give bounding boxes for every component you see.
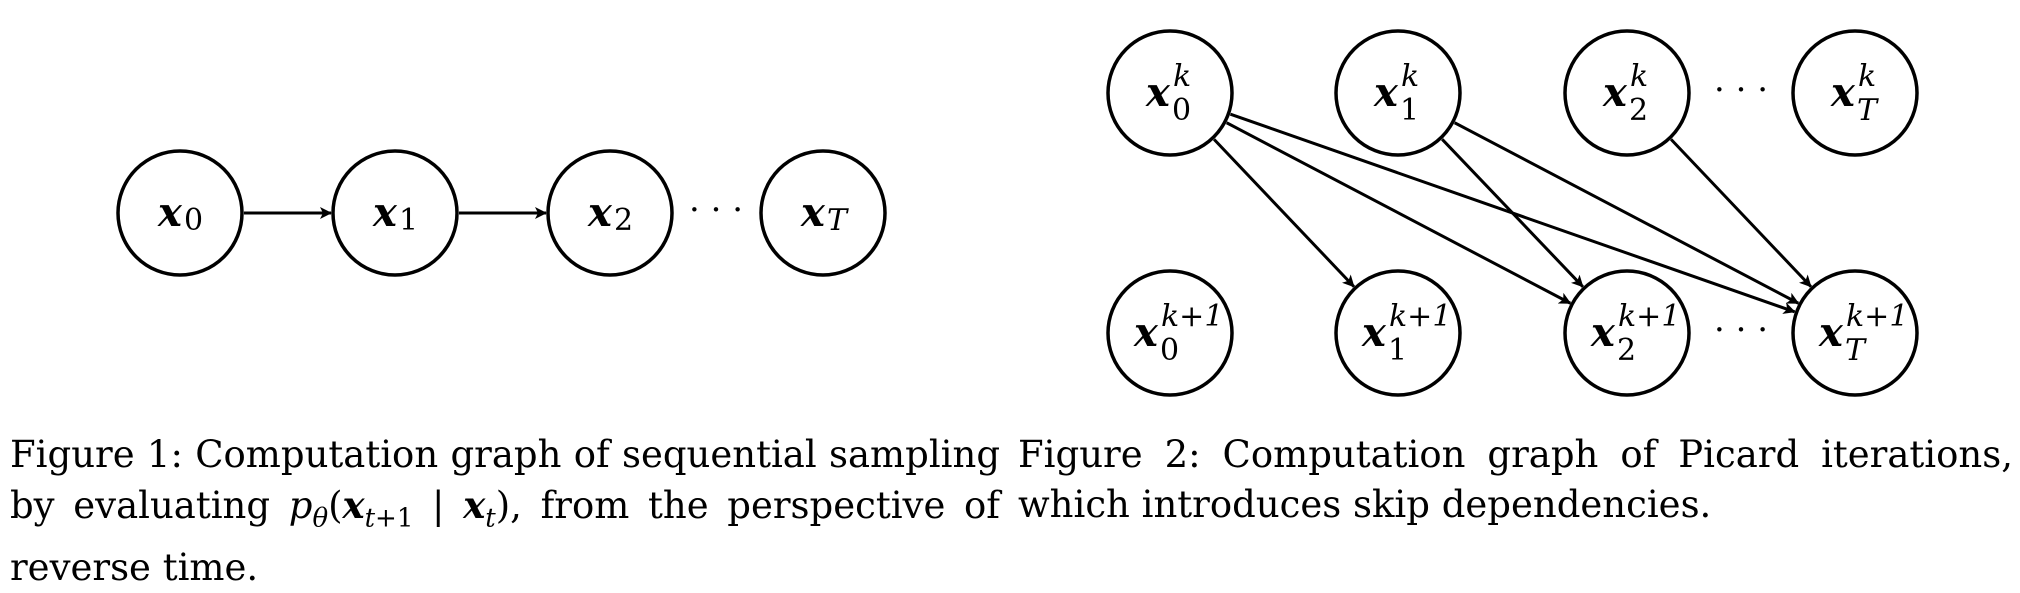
node-f2-k-1 [1334,29,1462,157]
node-base-f2-k1-T: x [1818,309,1844,356]
node-base-f1-xT: x [800,189,826,236]
node-f1-x2 [546,149,674,277]
node-sub-f1-x2: 2 [614,203,633,238]
figure-2-edge-f2-k-1-to-f2-k1-T [1453,121,1800,305]
node-f1-x1 [331,149,459,277]
node-sup-f2-k-1: k [1401,59,1419,94]
node-sub-f2-k1-2: 2 [1617,333,1636,368]
node-sup-f2-k1-T: k+1 [1846,299,1908,334]
figure-2-edge-f2-k-1-to-f2-k1-2 [1441,138,1584,288]
node-base-f2-k1-1: x [1361,309,1387,356]
nodes-layer [116,29,1919,397]
figure-1-caption-line-2: by evaluating pθ(xt+1 | xt), from the pe… [10,483,1000,534]
figure-2-caption: Figure 2: Computation graph of Picard it… [1018,430,2013,530]
node-sup-f2-k1-2: k+1 [1618,299,1680,334]
node-sub-f1-x1: 1 [399,203,418,238]
node-sup-f2-k-T: k [1858,59,1876,94]
node-base-f2-k-2: x [1602,69,1628,116]
node-sub-f2-k1-0: 0 [1160,333,1179,368]
figure-2-caption-line-2: which introduces skip dependencies. [1018,483,1712,526]
node-base-f2-k1-2: x [1590,309,1616,356]
node-sub-f2-k-0: 0 [1172,93,1191,128]
figure-2-edge-f2-k-0-to-f2-k1-1 [1212,138,1356,288]
node-sub-f2-k1-T: T [1845,333,1867,368]
node-base-f2-k-0: x [1145,69,1171,116]
node-sup-f2-k1-0: k+1 [1161,299,1223,334]
ellipsis-1: · · · [1714,70,1768,110]
node-sub-f1-x0: 0 [184,203,203,238]
figure-2-edge-f2-k-0-to-f2-k1-2 [1225,121,1572,305]
node-f2-k-2 [1563,29,1691,157]
node-sub-f2-k-1: 1 [1400,93,1419,128]
node-base-f2-k1-0: x [1133,309,1159,356]
figure-1-caption: Figure 1: Computation graph of sequentia… [10,430,1000,593]
node-f2-k-0 [1106,29,1234,157]
node-sub-f2-k-T: T [1857,93,1879,128]
node-f1-xT [759,149,887,277]
node-base-f2-k-T: x [1830,69,1856,116]
figure-2-caption-line-1: Figure 2: Computation graph of Picard it… [1018,433,2013,476]
node-sub-f2-k1-1: 1 [1388,333,1407,368]
ellipsis-0: · · · [689,190,743,230]
node-f2-k1-0 [1106,269,1234,397]
node-sup-f2-k-0: k [1173,59,1191,94]
node-base-f1-x1: x [372,189,398,236]
edges-layer [244,112,1813,314]
node-f1-x0 [116,149,244,277]
node-base-f2-k-1: x [1373,69,1399,116]
node-f2-k1-2 [1563,269,1691,397]
node-base-f1-x2: x [587,189,613,236]
node-f2-k-T [1791,29,1919,157]
node-f2-k1-T [1791,269,1919,397]
node-sup-f2-k1-1: k+1 [1389,299,1451,334]
ellipsis-2: · · · [1714,310,1768,350]
node-sub-f2-k-2: 2 [1629,93,1648,128]
node-f2-k1-1 [1334,269,1462,397]
figure-1-caption-line-1: Figure 1: Computation graph of sequentia… [10,433,1000,476]
node-sup-f2-k-2: k [1630,59,1648,94]
node-base-f1-x0: x [157,189,183,236]
node-sub-f1-xT: T [827,203,849,238]
figure-1-caption-line-3: reverse time. [10,546,259,590]
figure-2-edge-f2-k-2-to-f2-k1-T [1669,138,1813,288]
